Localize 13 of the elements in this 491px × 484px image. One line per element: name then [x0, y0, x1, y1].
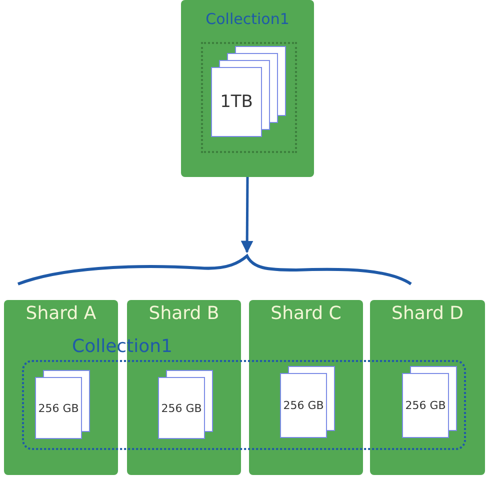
arrow	[240, 177, 254, 254]
collection-panel	[181, 0, 314, 177]
document-page: 256 GB	[402, 373, 449, 438]
document-page: 256 GB	[35, 377, 82, 439]
panel-title: Shard B	[148, 303, 220, 324]
document-page: 1TB	[211, 67, 262, 137]
curly-brace	[18, 254, 412, 286]
document-page: 256 GB	[158, 377, 205, 439]
panel-title: Shard A	[24, 303, 98, 324]
document-page: 256 GB	[280, 373, 327, 438]
panel-title: Shard D	[390, 303, 464, 324]
panel-title: Collection1	[204, 10, 290, 28]
panel-title: Shard C	[270, 303, 342, 324]
